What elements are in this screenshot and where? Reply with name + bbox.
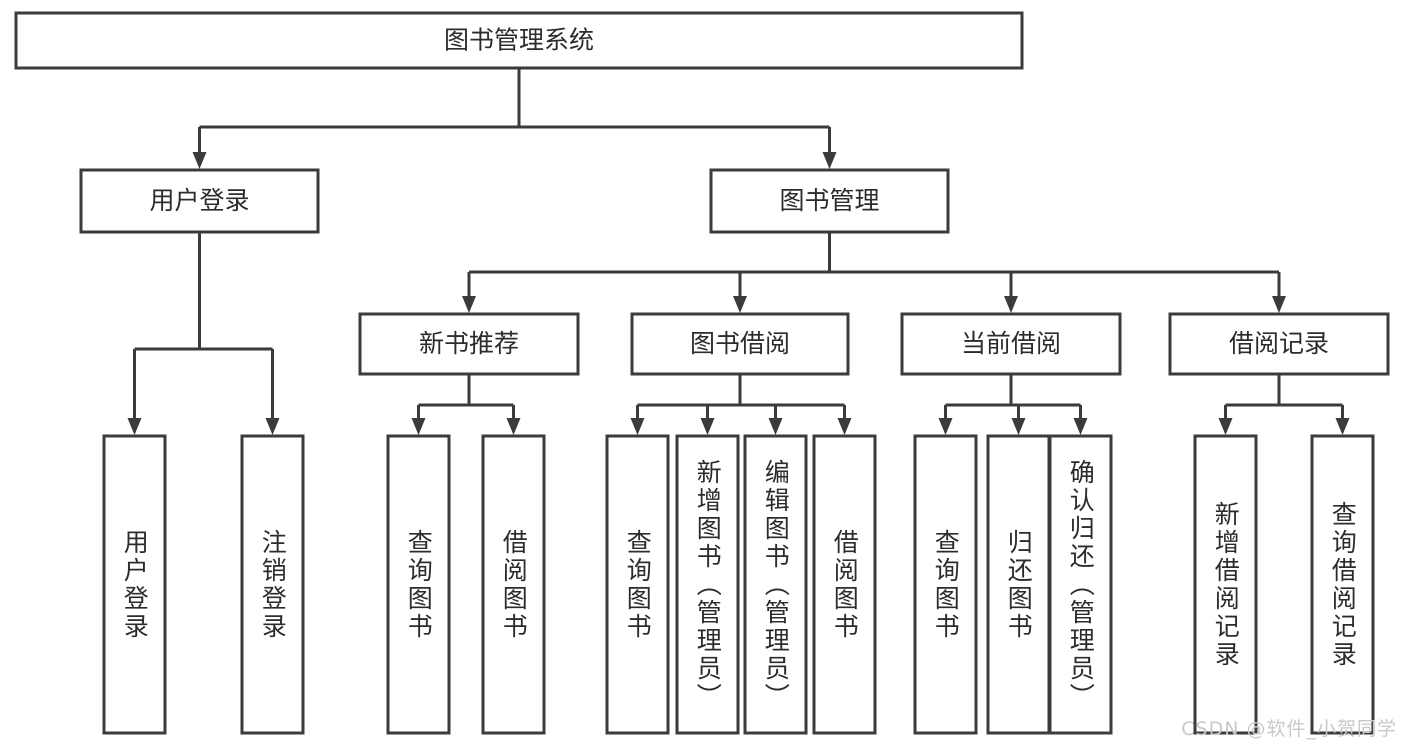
- connectors-layer: [127, 68, 1350, 435]
- node-box-leaf-query-borrow-record[interactable]: [1310, 434, 1375, 735]
- arrow-head-leaf-user-login: [127, 418, 142, 435]
- node-label-new-book-recommend: 新书推荐: [419, 329, 519, 358]
- csdn-watermark: CSDN @软件_小贺同学: [1181, 718, 1397, 740]
- arrow-head-leaf-add-borrow-record: [1218, 418, 1233, 435]
- node-box-leaf-query-book-rec[interactable]: [386, 434, 451, 735]
- node-box-leaf-borrow-book-rec[interactable]: [481, 434, 546, 735]
- node-label-user-login: 用户登录: [149, 186, 249, 215]
- node-box-leaf-return-book[interactable]: [986, 434, 1051, 735]
- node-box-current-borrow[interactable]: [900, 312, 1122, 376]
- node-box-book-manage[interactable]: [709, 168, 950, 234]
- node-box-leaf-edit-book-admin[interactable]: [743, 434, 808, 735]
- arrow-head-book-borrow: [733, 296, 747, 313]
- arrow-head-current-borrow: [1004, 296, 1018, 313]
- node-box-leaf-query-book-borrow[interactable]: [605, 434, 670, 735]
- node-box-user-login[interactable]: [79, 168, 320, 234]
- arrow-head-leaf-borrow-book-rec: [506, 418, 521, 435]
- arrow-head-leaf-user-logout: [265, 418, 280, 435]
- node-box-leaf-user-login[interactable]: [102, 434, 167, 735]
- node-label-book-borrow: 图书借阅: [690, 329, 790, 358]
- node-box-leaf-add-borrow-record[interactable]: [1193, 434, 1258, 735]
- node-boxes-layer: [14, 11, 1390, 735]
- node-box-leaf-query-book-current[interactable]: [913, 434, 978, 735]
- arrow-head-leaf-confirm-return-admin: [1073, 418, 1088, 435]
- node-label-root: 图书管理系统: [444, 26, 594, 55]
- node-box-leaf-user-logout[interactable]: [240, 434, 305, 735]
- node-label-book-manage: 图书管理: [779, 186, 879, 215]
- arrow-head-leaf-query-book-current: [938, 418, 953, 435]
- arrow-head-leaf-query-book-borrow: [630, 418, 645, 435]
- node-box-root[interactable]: [14, 11, 1024, 70]
- node-box-borrow-record[interactable]: [1168, 312, 1390, 376]
- node-box-book-borrow[interactable]: [630, 312, 850, 376]
- arrow-head-new-book-recommend: [462, 296, 476, 313]
- node-label-current-borrow: 当前借阅: [961, 329, 1061, 358]
- arrow-head-leaf-add-book-admin: [700, 418, 715, 435]
- arrow-head-leaf-edit-book-admin: [768, 418, 783, 435]
- arrow-head-leaf-query-book-rec: [411, 418, 426, 435]
- arrow-head-leaf-return-book: [1011, 418, 1026, 435]
- node-box-new-book-recommend[interactable]: [358, 312, 580, 376]
- arrow-head-leaf-borrow-book: [837, 418, 852, 435]
- arrow-head-user-login: [192, 152, 207, 169]
- arrow-head-leaf-query-borrow-record: [1335, 418, 1350, 435]
- node-box-leaf-borrow-book[interactable]: [812, 434, 877, 735]
- node-box-leaf-add-book-admin[interactable]: [675, 434, 740, 735]
- arrow-head-borrow-record: [1272, 296, 1286, 313]
- arrow-head-book-manage: [822, 152, 837, 169]
- node-label-borrow-record: 借阅记录: [1229, 329, 1329, 358]
- node-box-leaf-confirm-return-admin[interactable]: [1048, 434, 1113, 735]
